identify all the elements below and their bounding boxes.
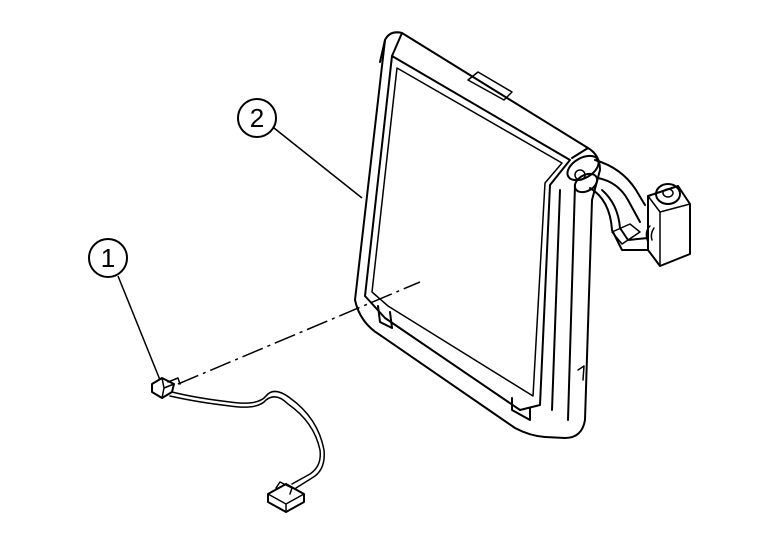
- temperature-sensor-assembly: [151, 377, 325, 513]
- valve-port-lower: [645, 225, 655, 243]
- pipe-fitting-top: [566, 154, 600, 182]
- evaporator-left-clip: [377, 305, 393, 329]
- pipe-fitting-center: [574, 169, 586, 181]
- callout-2-circle: [237, 98, 277, 138]
- sensor-tip: [167, 377, 181, 385]
- pipe-lower: [589, 187, 649, 251]
- sensor-harness-wire-a: [171, 390, 325, 489]
- sensor-harness-wire-b: [169, 395, 322, 485]
- harness-connector-body: [267, 483, 305, 513]
- evaporator-outer-frame: [354, 31, 601, 439]
- evaporator-top-edge: [379, 32, 589, 159]
- callout-1-circle: [88, 238, 128, 278]
- pipe-upper: [594, 159, 646, 206]
- pipe-upper-inner: [597, 177, 641, 223]
- pipe-bracket: [611, 223, 641, 245]
- callout-2-leader: [273, 127, 363, 199]
- callout-2-label: 2: [250, 103, 264, 133]
- harness-connector-latch: [275, 481, 293, 495]
- sensor-clip-detail: [161, 377, 175, 399]
- valve-bolt-socket: [662, 188, 674, 198]
- evaporator-face-border: [364, 55, 571, 411]
- callout-2: 2: [237, 98, 363, 199]
- valve-bolt-head: [655, 183, 681, 205]
- evaporator-pipes: [566, 154, 691, 267]
- evaporator-top-tab: [467, 71, 513, 101]
- evaporator-core: [354, 31, 601, 439]
- evaporator-side-mark: [577, 365, 585, 381]
- evaporator-right-side: [551, 184, 576, 421]
- installation-centerline: [177, 281, 421, 385]
- evaporator-fin-area: [371, 67, 563, 397]
- expansion-valve-block: [647, 185, 691, 267]
- callout-1: 1: [88, 238, 161, 381]
- harness-connector-face: [267, 493, 305, 513]
- evaporator-bottom-clip: [511, 397, 531, 421]
- callout-1-label: 1: [101, 243, 115, 273]
- expansion-valve-front: [647, 195, 691, 267]
- callout-1-leader: [117, 275, 161, 381]
- pipe-fitting-bottom: [573, 172, 599, 194]
